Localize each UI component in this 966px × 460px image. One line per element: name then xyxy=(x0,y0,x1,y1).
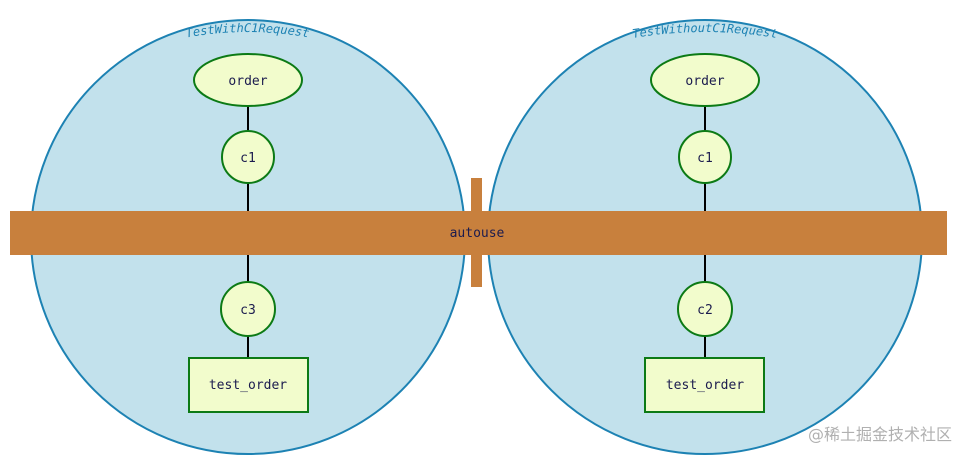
nodes-left: order c1 c3 test_order xyxy=(188,53,309,413)
autouse-band-label: autouse xyxy=(450,226,505,241)
node-left-test-order xyxy=(188,357,309,413)
autouse-band-bar xyxy=(10,211,947,255)
cluster-left-label: TestWithC1Request xyxy=(185,21,311,40)
node-right-test-order-label: test_order xyxy=(666,378,744,393)
cluster-left-label-text: TestWithC1Request xyxy=(185,21,311,40)
node-left-test-order-label: test_order xyxy=(209,378,287,393)
node-left-order-label: order xyxy=(228,74,267,89)
node-right-test-order xyxy=(644,357,765,413)
node-right-c1-label: c1 xyxy=(697,151,713,166)
nodes-right: order c1 c2 test_order xyxy=(644,53,765,413)
node-right-order xyxy=(650,53,760,107)
node-left-c3-label: c3 xyxy=(240,303,256,318)
node-left-c3 xyxy=(220,281,276,337)
node-left-order xyxy=(193,53,303,107)
node-left-c1-label: c1 xyxy=(240,151,256,166)
node-right-c1 xyxy=(678,130,732,184)
node-left-c1 xyxy=(221,130,275,184)
node-right-c2 xyxy=(677,281,733,337)
autouse-band: autouse xyxy=(10,178,947,287)
watermark: @稀土掘金技术社区 xyxy=(808,425,952,444)
node-right-order-label: order xyxy=(685,74,724,89)
node-right-c2-label: c2 xyxy=(697,303,713,318)
